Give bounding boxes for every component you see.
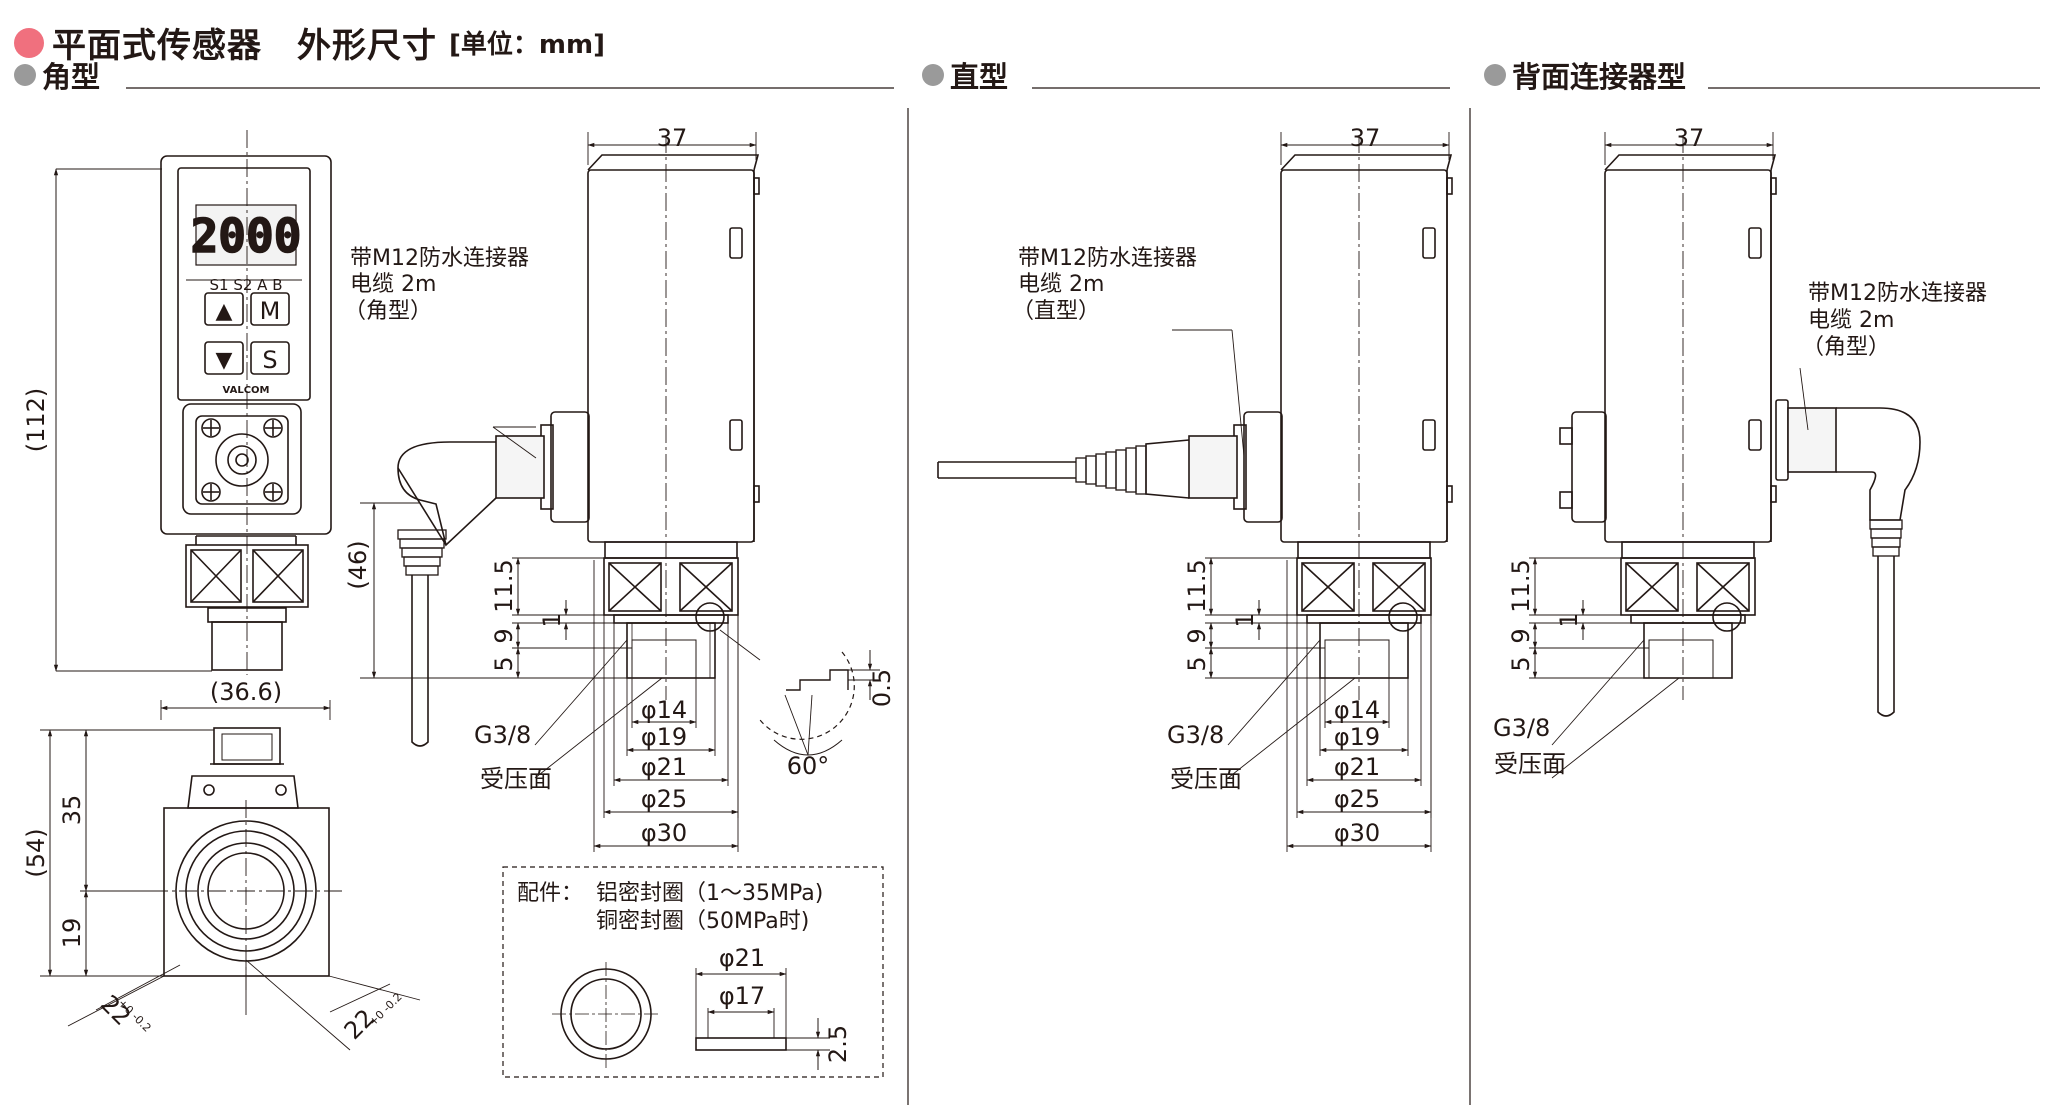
dim-19: 19: [58, 918, 86, 949]
straight-dim-1: 1: [1231, 612, 1259, 627]
back-label-line2: 电缆 2m: [1808, 308, 1894, 333]
back-connector-view: [1529, 132, 1921, 779]
dim-54: (54): [22, 828, 50, 877]
back-label-line3: （角型）: [1802, 335, 1890, 360]
front-view: [53, 130, 332, 675]
bottom-view: [40, 700, 421, 1051]
up-button-icon: ▲: [216, 299, 233, 324]
back-dim-9: 9: [1507, 628, 1535, 643]
bullet-pink-icon: [14, 27, 44, 58]
section-title-angle: 角型: [42, 60, 101, 94]
back-label-line1: 带M12防水连接器: [1808, 281, 1987, 306]
dim-36-6: (36.6): [210, 678, 282, 706]
angle-dim-0-5: 0.5: [868, 669, 896, 707]
angle-pressure-face: 受压面: [480, 765, 552, 793]
page-title: 平面式传感器 外形尺寸: [52, 26, 437, 66]
angle-deg-60: 60°: [787, 752, 830, 780]
unit-label: [单位：mm]: [449, 30, 605, 60]
straight-dim-5: 5: [1183, 656, 1211, 671]
straight-phi30: φ30: [1334, 819, 1380, 847]
angle-dim-11-5: 11.5: [490, 559, 518, 612]
accessory-line1: 铝密封圈（1〜35MPa): [596, 881, 823, 906]
section-title-back: 背面连接器型: [1512, 60, 1687, 94]
straight-phi19: φ19: [1334, 723, 1380, 751]
section-header-back: 背面连接器型: [1484, 54, 1686, 96]
straight-phi25: φ25: [1334, 785, 1380, 813]
straight-side-view: [937, 132, 1453, 852]
bullet-gray-icon: [1484, 64, 1506, 86]
accessory-dim-2-5: 2.5: [824, 1025, 852, 1063]
angle-dim-5: 5: [490, 656, 518, 671]
straight-pressure-face: 受压面: [1170, 765, 1242, 793]
accessory-phi17: φ17: [719, 982, 765, 1010]
section-header-angle: 角型: [14, 54, 100, 96]
led-labels: S1 S2 A B: [210, 276, 283, 294]
accessory-phi21: φ21: [719, 944, 765, 972]
angle-dim-1: 1: [538, 612, 566, 627]
accessory-line2: 铜密封圈（50MPa时): [596, 909, 809, 934]
section-title-straight: 直型: [950, 60, 1009, 94]
angle-dim-46: (46): [344, 540, 372, 589]
straight-label-line2: 电缆 2m: [1018, 272, 1104, 297]
accessory-box: [502, 866, 884, 1078]
angle-phi19: φ19: [641, 723, 687, 751]
down-button-icon: ▼: [216, 348, 233, 373]
angle-phi25: φ25: [641, 785, 687, 813]
angle-width-37: 37: [657, 124, 688, 152]
back-pressure-face: 受压面: [1494, 750, 1566, 778]
angle-label-line3: （角型）: [344, 299, 432, 324]
straight-g38: G3/8: [1167, 721, 1224, 749]
section-header-straight: 直型: [922, 54, 1008, 96]
dim-35: 35: [58, 795, 86, 826]
straight-dim-11-5: 11.5: [1183, 559, 1211, 612]
straight-label-line3: （直型）: [1012, 299, 1100, 324]
angle-dim-9: 9: [490, 628, 518, 643]
brand-logo: VALCOM: [223, 385, 270, 396]
back-dim-5: 5: [1507, 656, 1535, 671]
angle-g38: G3/8: [474, 721, 531, 749]
straight-phi14: φ14: [1334, 696, 1380, 724]
page-header: 平面式传感器 外形尺寸 [单位：mm]: [14, 18, 605, 67]
back-dim-11-5: 11.5: [1507, 559, 1535, 612]
display-readout: 2000: [191, 209, 302, 263]
bullet-gray-icon: [922, 64, 944, 86]
angle-label-line2: 电缆 2m: [350, 272, 436, 297]
back-width-37: 37: [1674, 124, 1705, 152]
straight-width-37: 37: [1350, 124, 1381, 152]
accessory-label: 配件：: [517, 881, 583, 906]
angle-side-view: [360, 132, 880, 852]
angle-phi21: φ21: [641, 753, 687, 781]
straight-phi21: φ21: [1334, 753, 1380, 781]
angle-phi30: φ30: [641, 819, 687, 847]
dim-112: (112): [22, 388, 50, 453]
back-dim-1: 1: [1555, 612, 1583, 627]
bullet-gray-icon: [14, 64, 36, 86]
angle-label-line1: 带M12防水连接器: [350, 246, 529, 271]
straight-dim-9: 9: [1183, 628, 1211, 643]
mode-button-label: M: [260, 297, 281, 325]
back-g38: G3/8: [1493, 714, 1550, 742]
straight-label-line1: 带M12防水连接器: [1018, 246, 1197, 271]
tol-right: +0 -0.2: [366, 990, 404, 1028]
set-button-label: S: [262, 346, 277, 374]
angle-phi14: φ14: [641, 696, 687, 724]
